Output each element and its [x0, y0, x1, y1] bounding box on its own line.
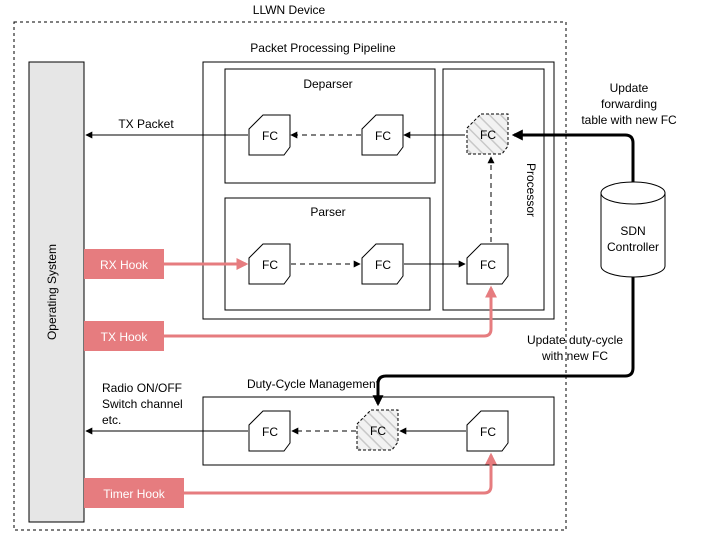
operating-system-label: Operating System	[45, 244, 59, 340]
update-dutycycle-line1: Update duty-cycle	[527, 333, 623, 347]
radio-label-line1: Radio ON/OFF	[102, 381, 182, 395]
arrow-timer-hook	[184, 452, 497, 495]
deparser-title: Deparser	[303, 77, 352, 91]
fc-block-dutycycle-left: FC	[248, 410, 291, 452]
svg-text:FC: FC	[262, 258, 278, 272]
arrow-sdn-to-dutycycle	[372, 277, 635, 407]
processor-box	[442, 68, 545, 311]
svg-text:TX Hook: TX Hook	[101, 330, 149, 344]
timer-hook: Timer Hook	[84, 478, 184, 508]
fc-block-parser-left: FC	[248, 243, 291, 285]
tx-packet-label: TX Packet	[118, 117, 174, 131]
fc-block-deparser-left: FC	[248, 114, 291, 156]
update-forwarding-line2: forwarding	[601, 97, 657, 111]
svg-text:Timer Hook: Timer Hook	[103, 487, 166, 501]
svg-text:SDN: SDN	[620, 224, 645, 238]
radio-label-line2: Switch channel	[102, 397, 183, 411]
tx-hook: TX Hook	[84, 321, 164, 351]
svg-text:FC: FC	[480, 128, 496, 142]
svg-text:FC: FC	[480, 425, 496, 439]
update-forwarding-line3: table with new FC	[581, 113, 677, 127]
fc-block-processor-new: FC	[466, 113, 509, 155]
pipeline-box	[202, 61, 555, 320]
update-dutycycle-line2: with new FC	[541, 349, 608, 363]
svg-text:FC: FC	[375, 258, 391, 272]
arrow-sdn-to-processor	[511, 129, 635, 182]
radio-label-line3: etc.	[102, 413, 121, 427]
fc-block-dutycycle-right: FC	[466, 410, 509, 452]
svg-text:FC: FC	[480, 258, 496, 272]
parser-box	[224, 197, 431, 311]
svg-text:RX Hook: RX Hook	[100, 258, 149, 272]
device-boundary	[13, 21, 567, 531]
sdn-controller: SDN Controller	[600, 181, 666, 278]
pipeline-title: Packet Processing Pipeline	[250, 41, 396, 55]
fc-block-processor: FC	[466, 243, 509, 285]
fc-block-dutycycle-new: FC	[356, 409, 399, 451]
operating-system-bar	[28, 61, 85, 523]
dutycycle-title: Duty-Cycle Management	[247, 377, 380, 391]
parser-title: Parser	[310, 205, 345, 219]
arrow-tx-hook	[164, 285, 497, 338]
processor-title: Processor	[524, 163, 538, 217]
update-forwarding-line1: Update	[610, 81, 649, 95]
svg-text:FC: FC	[262, 425, 278, 439]
device-title: LLWN Device	[253, 3, 326, 17]
svg-text:FC: FC	[370, 424, 386, 438]
svg-text:FC: FC	[375, 129, 391, 143]
fc-block-parser-right: FC	[361, 243, 404, 285]
fc-block-deparser-right: FC	[361, 114, 404, 156]
svg-text:FC: FC	[262, 129, 278, 143]
svg-text:Controller: Controller	[607, 240, 659, 254]
rx-hook: RX Hook	[84, 249, 164, 279]
deparser-box	[224, 68, 436, 184]
